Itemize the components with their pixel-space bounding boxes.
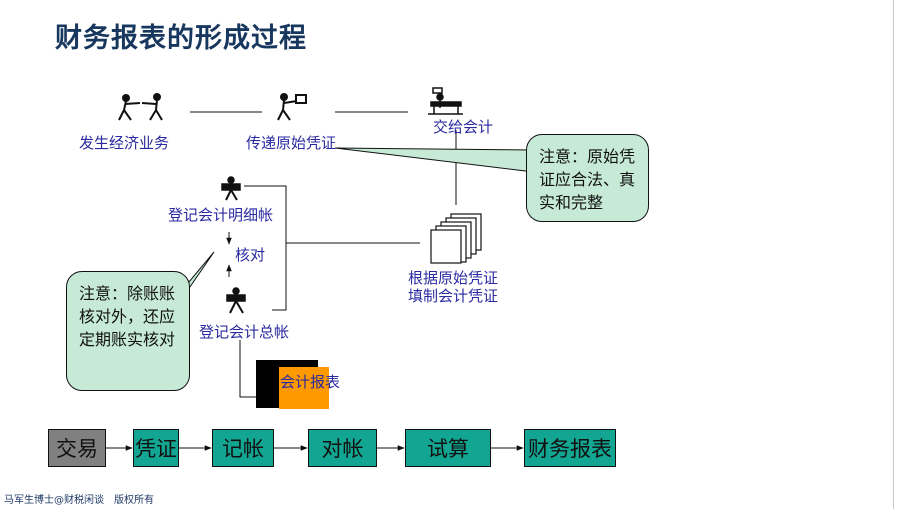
handshake-icon bbox=[118, 93, 163, 121]
voucher-stack-icon bbox=[430, 213, 482, 264]
label-general-ledger: 登记会计总帐 bbox=[199, 323, 290, 341]
flow-step-financial-statements: 财务报表 bbox=[524, 429, 616, 467]
label-hand-to-accountant: 交给会计 bbox=[433, 118, 494, 136]
ledger-clerk-icon bbox=[226, 287, 246, 314]
label-fill-voucher: 根据原始凭证填制会计凭证 bbox=[408, 269, 499, 305]
flow-step-transaction: 交易 bbox=[48, 429, 106, 467]
label-economic-business: 发生经济业务 bbox=[79, 134, 170, 152]
right-border-line bbox=[893, 0, 894, 509]
footer-copyright: 马军生博士@财税闲谈 版权所有 bbox=[4, 495, 154, 506]
label-report: 会计报表 bbox=[280, 373, 341, 391]
person-passing-voucher-icon bbox=[277, 93, 307, 121]
label-detail-ledger: 登记会计明细帐 bbox=[168, 206, 274, 224]
report-front-sheet bbox=[279, 367, 329, 409]
flow-step-trial-balance: 试算 bbox=[405, 429, 491, 467]
connector-line bbox=[239, 340, 258, 398]
flow-step-reconciliation: 对帐 bbox=[308, 429, 377, 467]
note-pointer bbox=[334, 147, 535, 173]
note-account-reconciliation: 注意：除账账核对外，还应定期账实核对 bbox=[66, 271, 190, 391]
label-pass-voucher: 传递原始凭证 bbox=[246, 134, 337, 152]
accountant-desk-icon bbox=[428, 87, 463, 115]
flow-step-voucher: 凭证 bbox=[133, 429, 179, 467]
page-title: 财务报表的形成过程 bbox=[55, 23, 307, 54]
label-reconcile: 核对 bbox=[235, 246, 266, 264]
ledger-clerk-icon bbox=[221, 176, 241, 201]
flow-step-bookkeeping: 记帐 bbox=[212, 429, 274, 467]
ledger-bracket-line bbox=[244, 185, 287, 311]
note-voucher-validity: 注意：原始凭证应合法、真实和完整 bbox=[526, 134, 649, 222]
